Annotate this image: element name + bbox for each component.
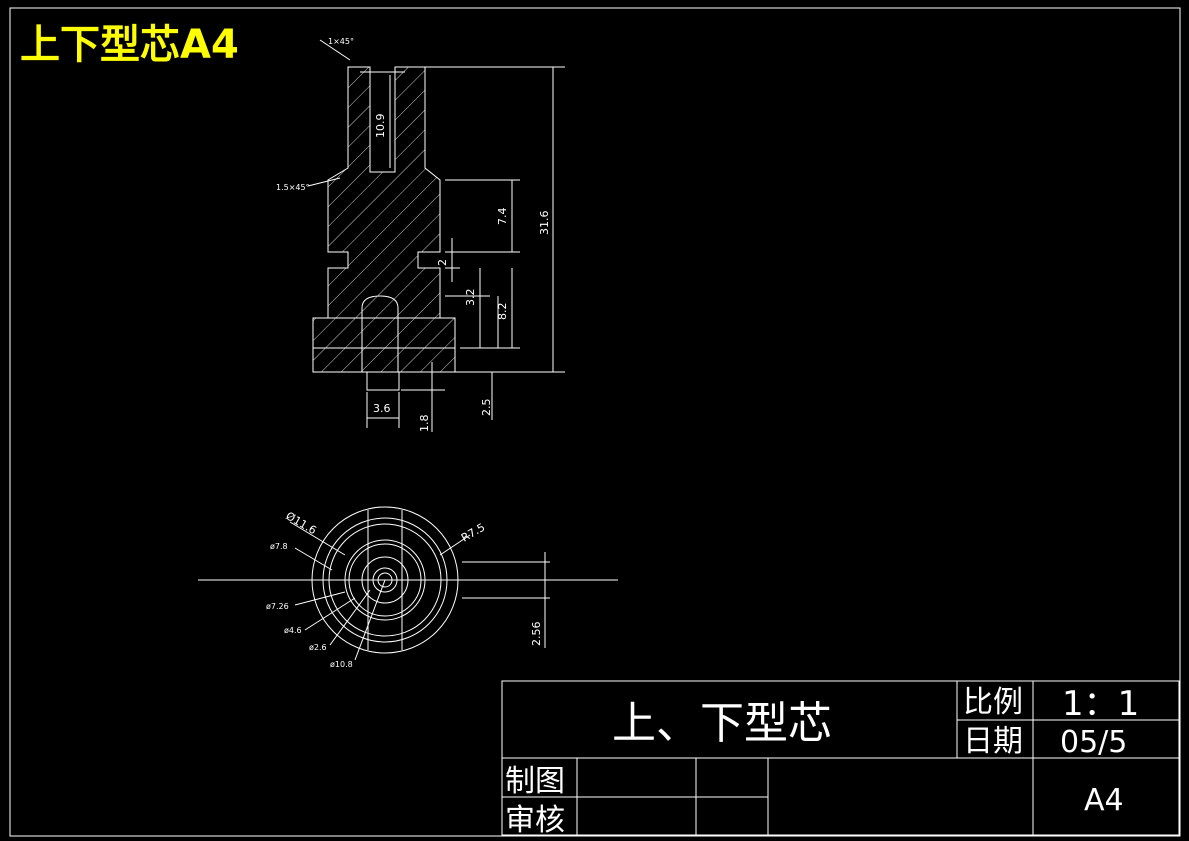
sheet-size: A4 [1084, 783, 1124, 818]
cavity-depth-label: 3.2 [464, 289, 477, 307]
pin-len-label: 1.8 [418, 415, 431, 433]
section-view [312, 66, 456, 391]
drawn-label: 制图 [505, 764, 565, 799]
r75-label: R7.5 [459, 521, 487, 545]
d726-label: ø7.26 [266, 602, 289, 611]
d78-label: ø7.8 [270, 542, 288, 551]
base-height-label: 8.2 [496, 303, 509, 321]
title-overlay: 上下型芯A4 [20, 22, 239, 68]
plan-view [198, 506, 618, 661]
groove-width-label: 2 [436, 259, 449, 266]
pin-dia-label: 3.6 [373, 402, 391, 415]
bore-depth-label: 10.9 [374, 114, 387, 139]
d46-label: ø4.6 [284, 626, 302, 635]
title-block [501, 680, 1180, 836]
section-dimensions [307, 39, 565, 432]
offset-label: 2.56 [530, 622, 543, 647]
date-label: 日期 [963, 724, 1023, 759]
scale-label: 比例 [963, 685, 1023, 720]
upper-length-label: 7.4 [496, 208, 509, 226]
part-name: 上、下型芯 [612, 698, 832, 749]
checked-label: 审核 [505, 803, 565, 838]
d108-label: ø10.8 [330, 660, 353, 669]
sheet-border [9, 7, 1181, 837]
flange-label: 2.5 [480, 399, 493, 417]
d26-label: ø2.6 [309, 643, 327, 652]
chamfer-top-label: 1×45° [328, 37, 354, 46]
date-value: 05/5 [1060, 725, 1127, 760]
chamfer-mid-label: 1.5×45° [276, 183, 310, 192]
total-height-label: 31.6 [538, 211, 551, 236]
scale-value: 1：1 [1062, 684, 1139, 724]
d-outer-label: Ø11.6 [284, 509, 319, 537]
